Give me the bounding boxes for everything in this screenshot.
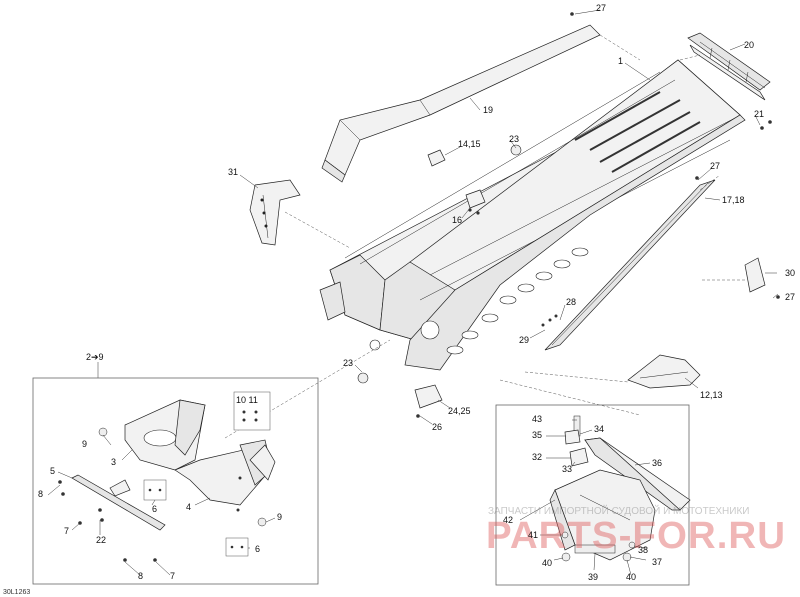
callout-1: 1 bbox=[618, 56, 623, 66]
callout-4: 4 bbox=[186, 502, 191, 512]
grommet-23a bbox=[510, 144, 522, 156]
callout-20: 20 bbox=[744, 40, 754, 50]
bracket-part-14 bbox=[427, 149, 446, 167]
callout-42: 42 bbox=[503, 515, 513, 525]
callout-7: 7 bbox=[170, 571, 175, 581]
callout-34: 34 bbox=[594, 424, 604, 434]
callout-35: 35 bbox=[532, 430, 542, 440]
callout-7: 7 bbox=[64, 526, 69, 536]
callout-14-15: 14,15 bbox=[458, 139, 481, 149]
callout-23: 23 bbox=[343, 358, 353, 368]
callout-36: 36 bbox=[652, 458, 662, 468]
watermark-brand-text: PARTS-FOR.RU bbox=[486, 515, 786, 557]
callout-30: 30 bbox=[785, 268, 795, 278]
inset-box-rear-bracket bbox=[495, 404, 691, 586]
callout-40: 40 bbox=[626, 572, 636, 582]
callout-23: 23 bbox=[509, 134, 519, 144]
callout-33: 33 bbox=[562, 464, 572, 474]
callout-16: 16 bbox=[452, 215, 462, 225]
callout-29: 29 bbox=[519, 335, 529, 345]
callout-26: 26 bbox=[432, 422, 442, 432]
watermark-top-text: ЗАПЧАСТИ ИМПОРТНОЙ СУДОВОЙ И МОТОТЕХНИКИ bbox=[488, 504, 749, 517]
callout-38: 38 bbox=[638, 545, 648, 555]
hardware-dots bbox=[236, 12, 780, 512]
callout-9: 9 bbox=[277, 512, 282, 522]
callout-39: 39 bbox=[588, 572, 598, 582]
diagram-code: 30L1263 bbox=[3, 589, 30, 596]
running-board-part bbox=[544, 179, 716, 351]
callout-labels: 27 20 1 19 21 23 14,15 31 27 17,18 16 30… bbox=[38, 3, 795, 582]
callout-31: 31 bbox=[228, 167, 238, 177]
inset-box-front-frame bbox=[32, 377, 319, 585]
callout-37: 37 bbox=[652, 557, 662, 567]
callout-24-25: 24,25 bbox=[448, 406, 471, 416]
callout-5: 5 bbox=[50, 466, 55, 476]
callout-22: 22 bbox=[96, 535, 106, 545]
tunnel-part bbox=[319, 59, 746, 371]
bracket-part-31 bbox=[249, 179, 301, 246]
callout-27: 27 bbox=[785, 292, 795, 302]
bar-part-5 bbox=[71, 474, 166, 531]
cooler-holes bbox=[446, 247, 589, 355]
callout-21: 21 bbox=[754, 109, 764, 119]
callout-40: 40 bbox=[542, 558, 552, 568]
callout-12-13: 12,13 bbox=[700, 390, 723, 400]
callout-9: 9 bbox=[82, 439, 87, 449]
callout-19: 19 bbox=[483, 105, 493, 115]
callout-27: 27 bbox=[596, 3, 606, 13]
bracket-part-24 bbox=[414, 384, 443, 409]
callout-3: 3 bbox=[111, 457, 116, 467]
bracket-part-30 bbox=[744, 257, 766, 293]
footrest-part bbox=[627, 354, 701, 389]
callout-32: 32 bbox=[532, 452, 542, 462]
callout-17-18: 17,18 bbox=[722, 195, 745, 205]
bracket-part-16 bbox=[465, 189, 486, 209]
callout-6: 6 bbox=[255, 544, 260, 554]
watermark: ЗАПЧАСТИ ИМПОРТНОЙ СУДОВОЙ И МОТОТЕХНИКИ… bbox=[486, 504, 786, 557]
grommet-23b bbox=[357, 372, 369, 384]
callout-8: 8 bbox=[138, 571, 143, 581]
callout-8: 8 bbox=[38, 489, 43, 499]
rear-bumper-part bbox=[687, 32, 771, 101]
callout-2-9: 2➔9 bbox=[86, 352, 104, 362]
tunnel-slots bbox=[574, 91, 701, 173]
callout-41: 41 bbox=[528, 530, 538, 540]
callout-27: 27 bbox=[710, 161, 720, 171]
leader-lines bbox=[97, 9, 779, 425]
callout-10-11: 10 11 bbox=[236, 395, 258, 405]
callout-6: 6 bbox=[152, 504, 157, 514]
callout-43: 43 bbox=[532, 414, 542, 424]
callout-28: 28 bbox=[566, 297, 576, 307]
